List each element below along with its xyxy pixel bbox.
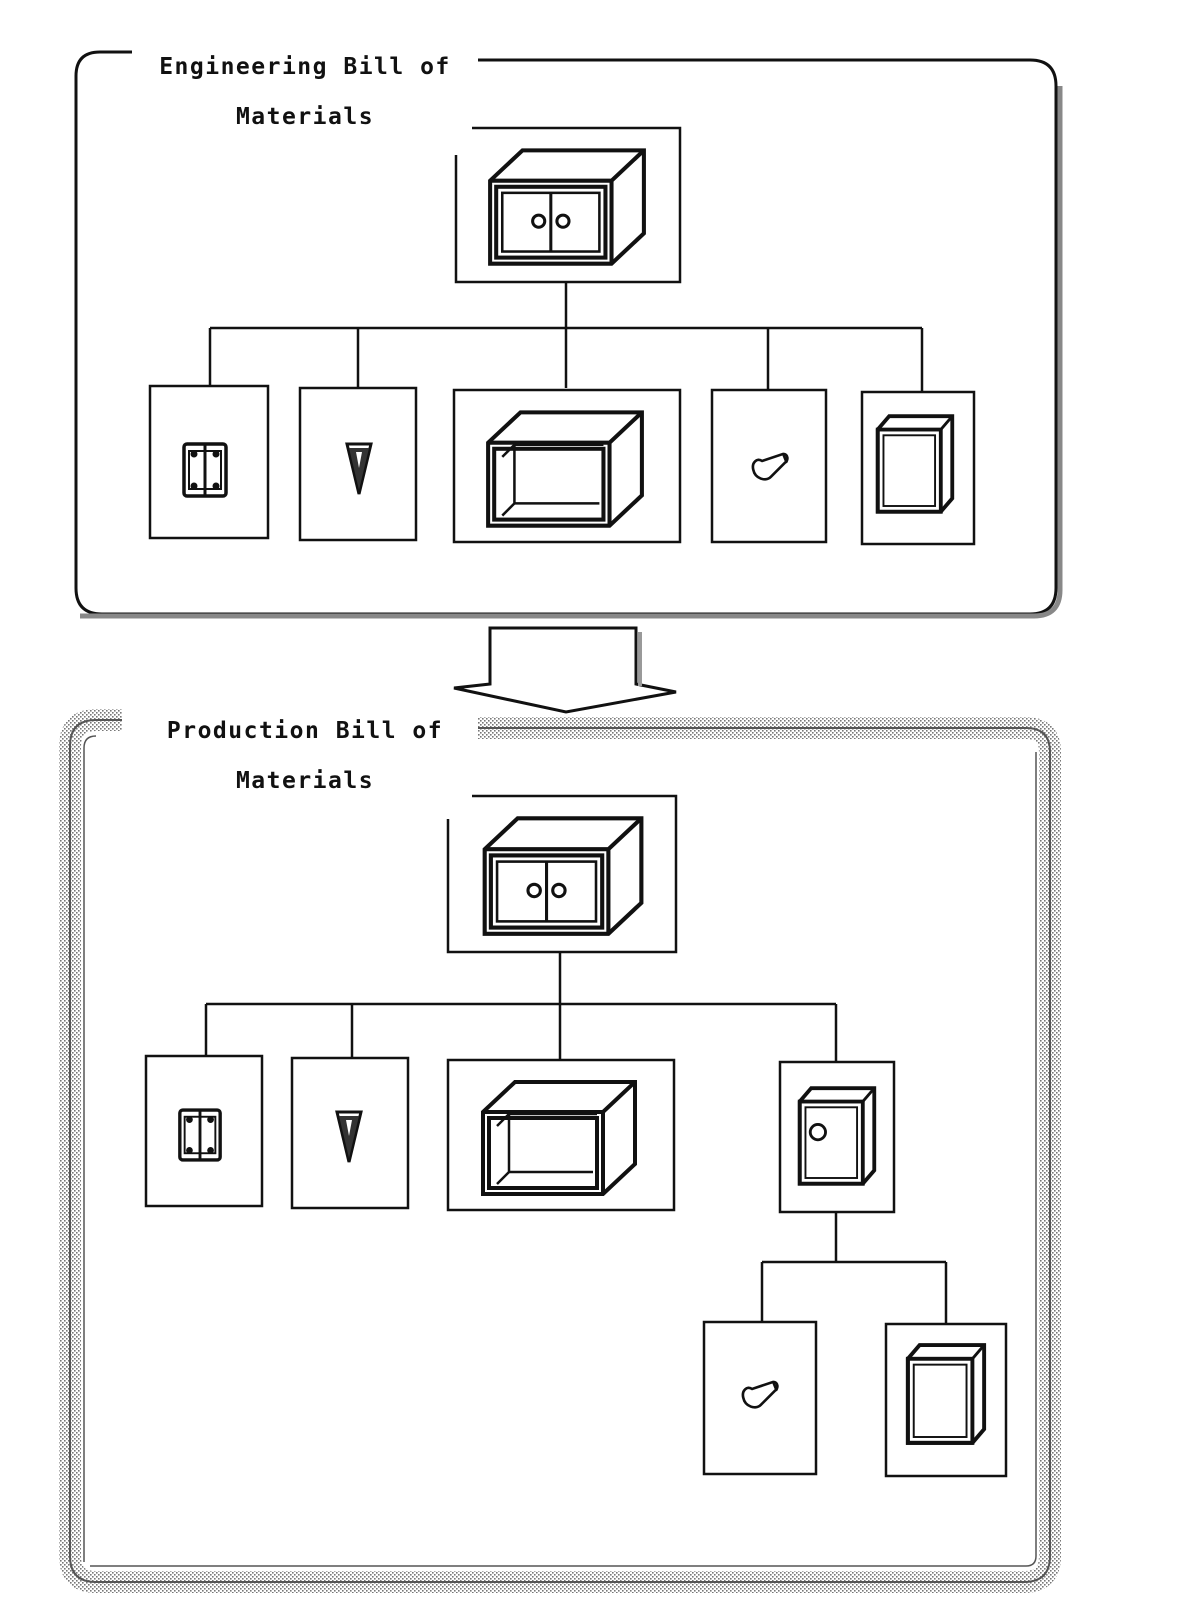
door-panel-icon xyxy=(875,414,955,514)
prod-node-screw xyxy=(290,1056,410,1210)
hinge-icon xyxy=(178,1108,222,1162)
eng-node-knob xyxy=(710,388,828,544)
cabinet-icon xyxy=(485,818,642,933)
engineering-frame xyxy=(74,50,1063,619)
eng-node-screw xyxy=(298,386,418,542)
production-connectors xyxy=(204,952,948,1324)
hinge-icon xyxy=(182,442,228,498)
cabinet-icon xyxy=(490,150,644,263)
door-assembly-icon xyxy=(797,1086,877,1186)
production-frame xyxy=(59,709,1061,1593)
prod-node-door-panel xyxy=(884,1322,1008,1478)
cabinet-body-icon xyxy=(483,1082,635,1194)
prod-node-cabinet-assembly xyxy=(446,794,678,954)
engineering-title-line2: Materials xyxy=(235,104,375,130)
prod-node-door-assembly xyxy=(778,1060,896,1214)
transform-arrow xyxy=(453,626,677,714)
production-title-line2: Materials xyxy=(235,768,375,794)
prod-node-hinge xyxy=(144,1054,264,1208)
eng-node-hinge xyxy=(148,384,270,540)
door-panel-icon xyxy=(905,1343,987,1445)
engineering-title-line1: Engineering Bill of xyxy=(159,54,451,80)
eng-node-door-panel xyxy=(860,390,976,546)
prod-node-cabinet-body xyxy=(446,1058,676,1212)
production-title-line1: Production Bill of xyxy=(166,718,444,744)
eng-node-cabinet-assembly xyxy=(454,126,682,284)
prod-node-knob xyxy=(702,1320,818,1476)
engineering-connectors xyxy=(208,282,924,392)
production-title: Production Bill of Materials xyxy=(138,694,472,819)
eng-node-cabinet-body xyxy=(452,388,682,544)
engineering-title: Engineering Bill of Materials xyxy=(138,30,472,155)
cabinet-body-icon xyxy=(488,412,642,525)
